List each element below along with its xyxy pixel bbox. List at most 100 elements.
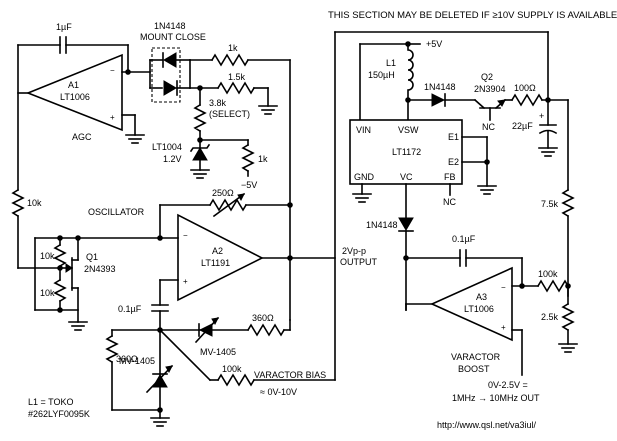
c-22uf-label: 22µF bbox=[512, 121, 533, 131]
q2-name-label: Q2 bbox=[481, 72, 493, 82]
fb-pin-label: FB bbox=[444, 172, 456, 182]
junction-dot bbox=[519, 283, 525, 289]
vc-pin-label: VC bbox=[400, 172, 413, 182]
a1-part-label: LT1006 bbox=[60, 92, 90, 102]
junction-dot bbox=[75, 235, 81, 241]
a2-minus-sign: − bbox=[183, 231, 188, 240]
transistor-q2 bbox=[473, 98, 486, 110]
l1-value-label: 150µH bbox=[368, 70, 395, 80]
l1-note-line2: #262LYF0095K bbox=[28, 409, 90, 419]
r-360-right-label: 360Ω bbox=[252, 313, 274, 323]
jfet-q1-arrow bbox=[65, 263, 73, 273]
resistor-360-right bbox=[246, 323, 286, 337]
c-0-1uf-b-label: 0.1µF bbox=[452, 234, 476, 244]
r-100-label: 100Ω bbox=[514, 83, 536, 93]
agc-label: AGC bbox=[72, 132, 92, 142]
inductor-l1 bbox=[407, 43, 414, 121]
lt1172-label: LT1172 bbox=[392, 147, 421, 157]
output-label: OUTPUT bbox=[340, 257, 378, 267]
mv-right-label: MV-1405 bbox=[200, 347, 236, 357]
c1-label: 1µF bbox=[56, 22, 72, 32]
e1-pin-label: E1 bbox=[448, 132, 459, 142]
q1-name-label: Q1 bbox=[86, 252, 98, 262]
resistor-10k-left bbox=[11, 188, 25, 218]
varactor-bias-label: VARACTOR BIAS bbox=[254, 370, 326, 380]
nc-fb-label: NC bbox=[443, 197, 456, 207]
ref-volt-label: 1.2V bbox=[163, 154, 182, 164]
junction-dot bbox=[484, 159, 490, 165]
resistor-360-left bbox=[105, 334, 119, 364]
junction-dot bbox=[197, 85, 203, 91]
resistor-1k-top bbox=[210, 53, 250, 67]
l1-note-line1: L1 = TOKO bbox=[28, 397, 73, 407]
resistor-100 bbox=[510, 93, 544, 107]
source-url: http://www.qsl.net/va3iul/ bbox=[437, 420, 537, 430]
r-1k-ref-label: 1k bbox=[258, 154, 268, 164]
op-amp-a1 bbox=[25, 53, 123, 132]
diode-1n4148-vc bbox=[398, 217, 414, 231]
c-22uf-plus-label: + bbox=[539, 111, 544, 121]
c-0-1uf-a-label: 0.1µF bbox=[118, 304, 142, 314]
resistor-10k-q1a bbox=[53, 243, 67, 268]
a3-name-label: A3 bbox=[476, 292, 487, 302]
varactor-boost-label-1: VARACTOR bbox=[451, 352, 501, 362]
resistor-100k-a3 bbox=[536, 279, 570, 293]
resistor-3-8k bbox=[193, 103, 207, 133]
mount-close-label: MOUNT CLOSE bbox=[140, 32, 206, 42]
op-amp-a3 bbox=[430, 266, 513, 342]
d-boost-label: 1N4148 bbox=[424, 82, 456, 92]
a2-name-label: A2 bbox=[212, 246, 223, 256]
junction-dot bbox=[125, 69, 131, 75]
frequency-range-label: 1MHz → 10MHz OUT bbox=[452, 393, 540, 403]
a2-part-label: LT1191 bbox=[201, 258, 230, 268]
neg5v-label: −5V bbox=[241, 180, 257, 190]
resistor-7-5k bbox=[561, 188, 575, 218]
resistor-2-5k bbox=[561, 302, 575, 332]
resistor-1-5k bbox=[216, 81, 256, 95]
resistor-250-variable bbox=[212, 192, 246, 218]
oscillator-label: OSCILLATOR bbox=[88, 207, 145, 217]
r-10k-left-label: 10k bbox=[27, 198, 42, 208]
junction-dot bbox=[287, 202, 293, 208]
mv-left-label: MV-1405 bbox=[119, 356, 155, 366]
a3-minus-sign: − bbox=[501, 283, 506, 292]
d-vc-label: 1N4148 bbox=[366, 220, 398, 230]
varactor-mv1405-right bbox=[211, 317, 219, 326]
diode-pair-label: 1N4148 bbox=[154, 21, 186, 31]
a1-name-label: A1 bbox=[68, 80, 79, 90]
boost-section-note: THIS SECTION MAY BE DELETED IF ≥10V SUPP… bbox=[328, 10, 617, 21]
reference-diode-lt1004 bbox=[192, 147, 208, 161]
nc-q2-label: NC bbox=[482, 122, 495, 132]
l1-name-label: L1 bbox=[386, 58, 396, 68]
a3-plus-sign: + bbox=[501, 323, 506, 332]
a2-plus-sign: + bbox=[183, 277, 188, 286]
vsw-pin-label: VSW bbox=[398, 125, 419, 135]
e2-pin-label: E2 bbox=[448, 157, 459, 167]
plus5v-label: +5V bbox=[426, 39, 442, 49]
op-amp-a2 bbox=[177, 213, 264, 302]
varactor-boost-label-2: BOOST bbox=[458, 364, 490, 374]
q1-part-label: 2N4393 bbox=[84, 264, 116, 274]
r-2-5k-label: 2.5k bbox=[541, 312, 559, 322]
diode-1n4148-top bbox=[163, 52, 177, 68]
r-3-8k-label: 3.8k bbox=[209, 98, 227, 108]
r-7-5k-label: 7.5k bbox=[541, 199, 559, 209]
diode-1n4148-bottom bbox=[163, 80, 177, 96]
r-100k-a3-label: 100k bbox=[538, 269, 558, 279]
r-1-5k-label: 1.5k bbox=[228, 72, 246, 82]
r-100k-bias-label: 100k bbox=[222, 364, 242, 374]
r-250-label: 250Ω bbox=[212, 188, 234, 198]
varactor-mv1405-left bbox=[152, 374, 168, 388]
junction-dot bbox=[287, 255, 293, 261]
wire bbox=[158, 328, 212, 382]
a3-part-label: LT1006 bbox=[464, 304, 494, 314]
control-range-label: 0V-2.5V = bbox=[488, 380, 528, 390]
junction-dot bbox=[57, 307, 63, 313]
output-amplitude-label: 2Vp-p bbox=[342, 246, 366, 256]
ref-part-label: LT1004 bbox=[152, 142, 182, 152]
resistor-10k-q1b bbox=[53, 278, 67, 303]
a1-minus-sign: − bbox=[110, 66, 115, 75]
junction-dot bbox=[57, 235, 63, 241]
a1-plus-sign: + bbox=[110, 113, 115, 122]
